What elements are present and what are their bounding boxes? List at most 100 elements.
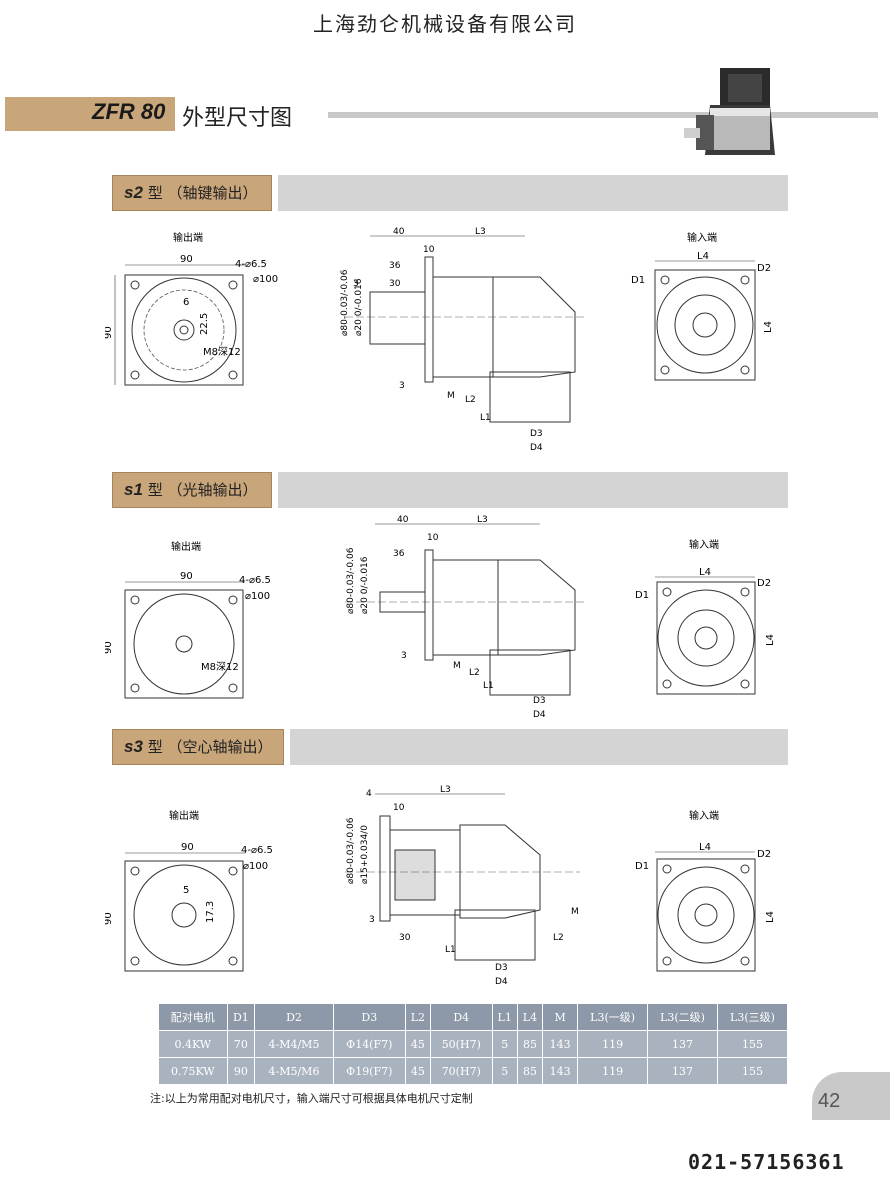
phone-number: 021-57156361 [688, 1150, 845, 1174]
s1-dim-l3: L3 [477, 515, 488, 525]
s3-dim-10: 10 [393, 803, 405, 813]
table-cell: 90 [226, 1057, 256, 1085]
table-cell: 155 [716, 1030, 789, 1058]
table-cell: 137 [647, 1030, 718, 1058]
page-number: 42 [818, 1090, 841, 1112]
s1-input-end-label: 输入端 [689, 538, 719, 551]
s3-key-17-3: 17.3 [205, 901, 216, 923]
table-cell: Φ14(F7) [332, 1030, 406, 1058]
s1-dim-d3: D3 [533, 696, 546, 706]
s2-shaft-80: ⌀80-0.03/-0.06 [340, 269, 350, 336]
page-title: 外型尺寸图 [182, 106, 293, 131]
s1-input-d2: D2 [757, 578, 771, 589]
table-cell: 143 [542, 1030, 579, 1058]
s2-dim-10: 10 [423, 245, 435, 255]
s2-width-90: 90 [180, 254, 193, 265]
section-tab-s3 [112, 729, 284, 765]
s1-dim-3: 3 [401, 651, 407, 661]
section-label-s2: s2 型 （轴键输出） [124, 183, 258, 202]
s2-dim-d4: D4 [530, 443, 543, 453]
spec-table: 配对电机 D1 D2 D3 L2 D4 L1 L4 M L3(一级) L3(二级… [158, 1003, 789, 1085]
s3-dim-4: 4 [366, 789, 372, 799]
s2-input-d1: D1 [631, 275, 645, 286]
s1-pcd: ⌀100 [245, 591, 270, 602]
table-cell: 50(H7) [430, 1030, 493, 1058]
s3-input-l4: L4 [699, 842, 711, 853]
table-cell: 143 [542, 1057, 579, 1085]
s2-side-view-drawing: 40 10 L3 36 3 30 ⌀80-0.03/-0.06 ⌀20 0/-0… [340, 227, 585, 453]
table-cell: 119 [577, 1057, 649, 1085]
section-bar-s1 [278, 472, 788, 508]
s2-key-6: 6 [183, 297, 189, 308]
s1-dim-36: 36 [393, 549, 405, 559]
s2-dim-3b: 3 [399, 381, 405, 391]
table-cell: 0.75KW [158, 1057, 228, 1085]
s2-input-end-drawing: 输入端 L4 D1 D2 L4 [631, 231, 774, 381]
s2-dim-m: M [447, 391, 455, 401]
table-cell: 5 [491, 1057, 518, 1085]
s2-output-end-label: 输出端 [173, 231, 203, 244]
model-code: ZFR 80 [92, 99, 166, 124]
spec-table-header: 配对电机 D1 D2 D3 L2 D4 L1 L4 M L3(一级) L3(二级… [158, 1003, 789, 1031]
s3-input-end-drawing: 输入端 L4 D1 D2 L4 [635, 809, 776, 972]
section-bar-s3 [290, 729, 788, 765]
table-cell: 4-M5/M6 [254, 1057, 334, 1085]
section-label-s1: s1 型 （光轴输出） [124, 480, 258, 499]
s3-key-5: 5 [183, 885, 189, 896]
s2-height-90: 90 [105, 326, 114, 339]
s1-holes: 4-⌀6.5 [239, 575, 271, 586]
title-divider [328, 112, 878, 118]
s1-shaft-80: ⌀80-0.03/-0.06 [346, 547, 356, 614]
table-cell: 85 [516, 1030, 544, 1058]
s3-input-end-label: 输入端 [689, 809, 719, 822]
s1-thread: M8深12 [201, 661, 239, 673]
s3-dim-l1: L1 [445, 945, 456, 955]
s1-height-90: 90 [105, 641, 114, 654]
s3-shaft-15: ⌀15+0.034/0 [360, 825, 370, 884]
header-cell: D2 [254, 1003, 334, 1031]
s2-dim-30: 30 [389, 279, 401, 289]
s2-dim-l1: L1 [480, 413, 491, 423]
section-tab-s2 [112, 175, 272, 211]
table-cell: 0.4KW [158, 1030, 228, 1058]
section-bar-s2 [278, 175, 788, 211]
s3-input-d1: D1 [635, 861, 649, 872]
s2-output-end-drawing: 输出端 90 4-⌀6.5 ⌀100 90 6 22.5 M8深12 [105, 231, 278, 386]
table-cell: 4-M4/M5 [254, 1030, 334, 1058]
header-cell: L4 [516, 1003, 544, 1031]
s1-dim-40: 40 [397, 515, 409, 525]
s3-pcd: ⌀100 [243, 861, 268, 872]
table-cell: 45 [404, 1057, 432, 1085]
header-cell: L3(一级) [577, 1003, 649, 1031]
s2-dim-3: 3 [353, 279, 359, 289]
s1-output-end-drawing: 输出端 90 4-⌀6.5 ⌀100 90 M8深12 [105, 540, 271, 699]
s2-dim-d3: D3 [530, 429, 543, 439]
header-cell: L2 [404, 1003, 432, 1031]
section-tab-s1 [112, 472, 272, 508]
header-cell: D1 [226, 1003, 256, 1031]
s2-input-end-label: 输入端 [687, 231, 717, 244]
footnote: 注:以上为常用配对电机尺寸，输入端尺寸可根据具体电机尺寸定制 [150, 1092, 473, 1105]
s1-shaft-20: ⌀20 0/-0.016 [360, 556, 370, 614]
s3-dim-d3: D3 [495, 963, 508, 973]
header-cell: L3(二级) [647, 1003, 718, 1031]
table-cell: 137 [647, 1057, 718, 1085]
s3-height-90: 90 [105, 912, 114, 925]
s3-dim-m: M [571, 907, 579, 917]
s1-input-l4: L4 [699, 567, 711, 578]
company-name: 上海劲仑机械设备有限公司 [313, 12, 577, 36]
header-cell: D3 [332, 1003, 406, 1031]
table-cell: 70(H7) [430, 1057, 493, 1085]
s3-width-90: 90 [181, 842, 194, 853]
s1-input-end-drawing: 输入端 L4 D1 D2 L4 [635, 538, 776, 695]
table-cell: 119 [577, 1030, 649, 1058]
s2-holes: 4-⌀6.5 [235, 259, 267, 270]
s3-output-end-label: 输出端 [169, 809, 199, 822]
s2-key-22-5: 22.5 [199, 313, 210, 335]
s1-dim-10: 10 [427, 533, 439, 543]
s2-thread: M8深12 [203, 346, 241, 358]
table-row: 0.4KW 70 4-M4/M5 Φ14(F7) 45 50(H7) 5 85 … [158, 1030, 789, 1058]
s1-input-l4-vert: L4 [765, 634, 776, 646]
table-cell: 155 [716, 1057, 789, 1085]
s2-input-l4-vert: L4 [763, 321, 774, 333]
